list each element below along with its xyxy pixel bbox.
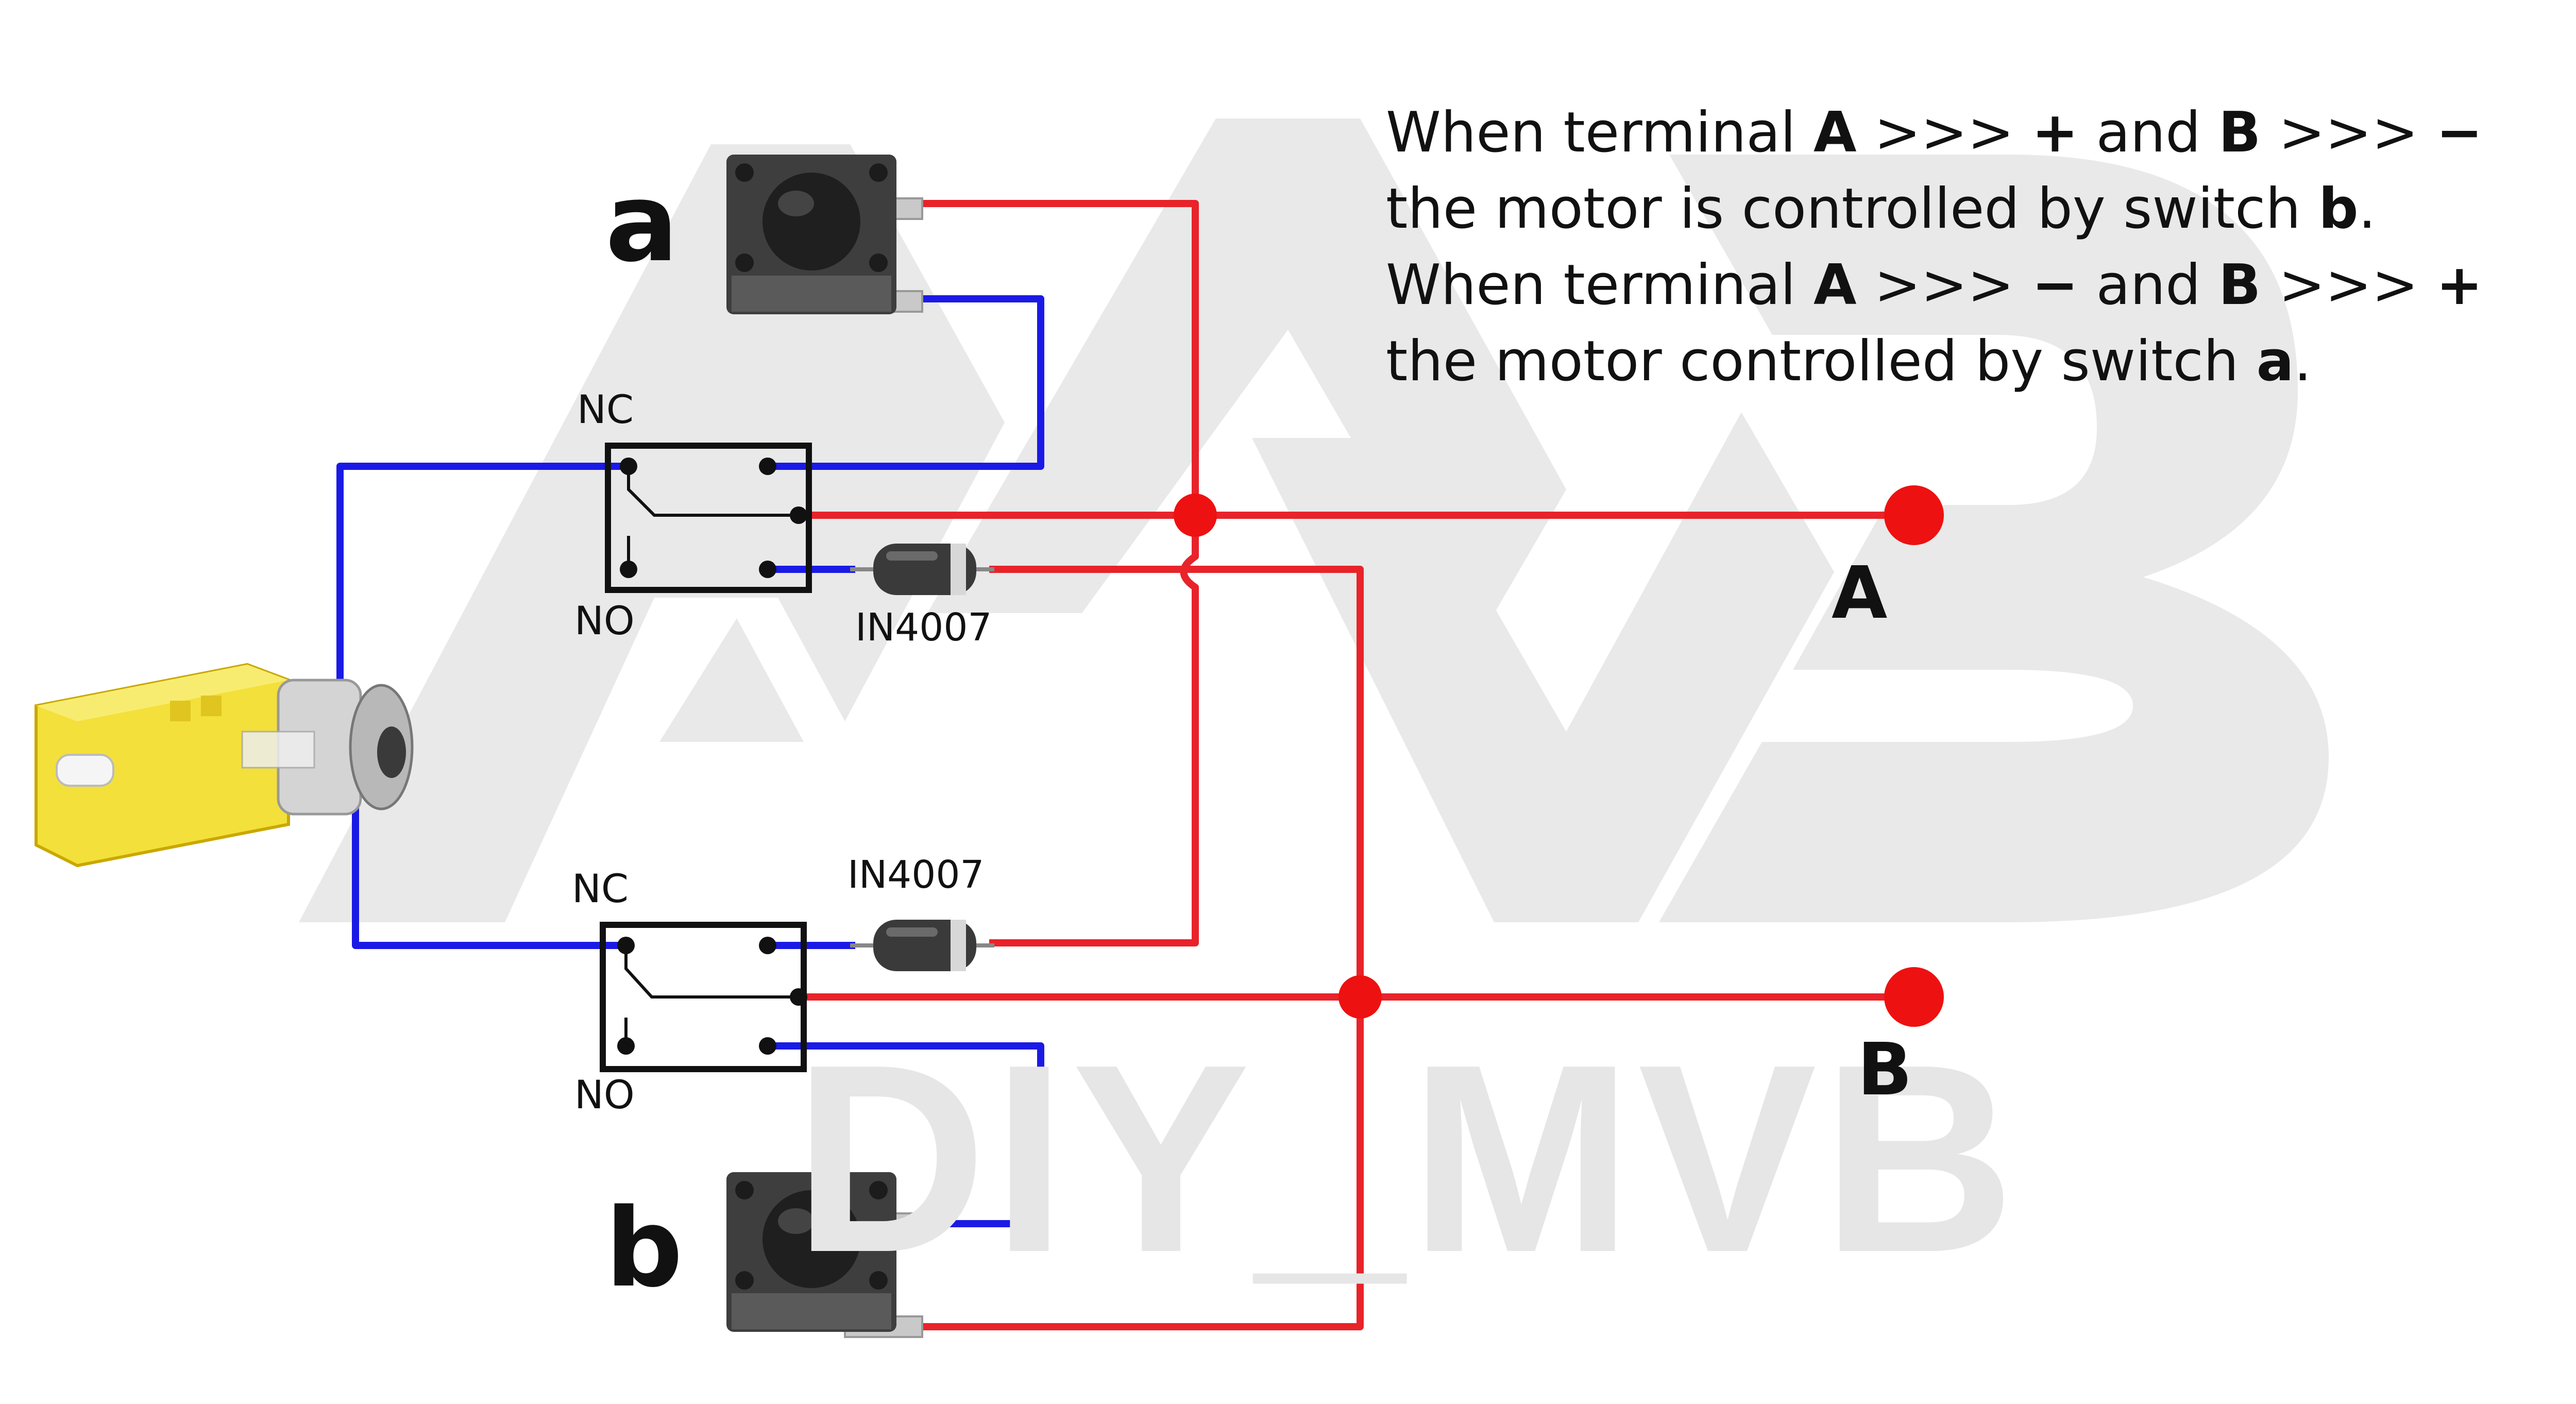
wire-motor-to-relay-bottom-nc — [352, 804, 629, 949]
watermark-text: DIY_MVB — [793, 1009, 2021, 1308]
note-line-3: When terminal A >>> − and B >>> + — [1386, 253, 2483, 317]
wire-crossover — [989, 515, 1199, 946]
junctions — [1174, 494, 1382, 1019]
junction-bottom — [1338, 975, 1382, 1019]
switch-b-label: b — [605, 1185, 683, 1311]
relay-top — [605, 443, 812, 593]
relay-bottom-no-label: NO — [574, 1072, 635, 1118]
relay-top-nc-label: NC — [577, 386, 634, 432]
relay-bottom-nc-label: NC — [572, 866, 629, 911]
note-line-4: the motor controlled by switch a. — [1386, 329, 2312, 394]
wire-relay-bottom-to-switch-b — [768, 1042, 1044, 1227]
dc-gear-motor — [35, 663, 414, 868]
wire-switch-a-to-junction — [922, 200, 1199, 515]
diode-top-label: IN4007 — [855, 605, 992, 650]
note-line-1: When terminal A >>> + and B >>> − — [1386, 100, 2483, 165]
diode-bottom-label: IN4007 — [848, 853, 985, 897]
push-button-b — [726, 1172, 923, 1338]
wire-top-diode-to-b-bus — [907, 566, 1364, 1330]
relay-bottom — [600, 922, 807, 1072]
wire-switch-a-to-relay-top — [768, 295, 1044, 470]
junction-top — [1174, 494, 1217, 537]
relay-top-no-label: NO — [574, 598, 635, 644]
diode-bottom — [850, 920, 994, 971]
terminal-a-label: A — [1832, 551, 1888, 635]
push-button-a — [726, 155, 923, 314]
terminal-b-label: B — [1857, 1028, 1912, 1112]
wire-motor-to-relay-top-nc — [336, 463, 629, 742]
diode-top — [850, 544, 994, 595]
terminal-a-dot[interactable] — [1884, 485, 1944, 545]
note-line-2: the motor is controlled by switch b. — [1386, 177, 2376, 241]
terminal-b-dot[interactable] — [1884, 967, 1944, 1027]
switch-a-label: a — [605, 160, 679, 286]
